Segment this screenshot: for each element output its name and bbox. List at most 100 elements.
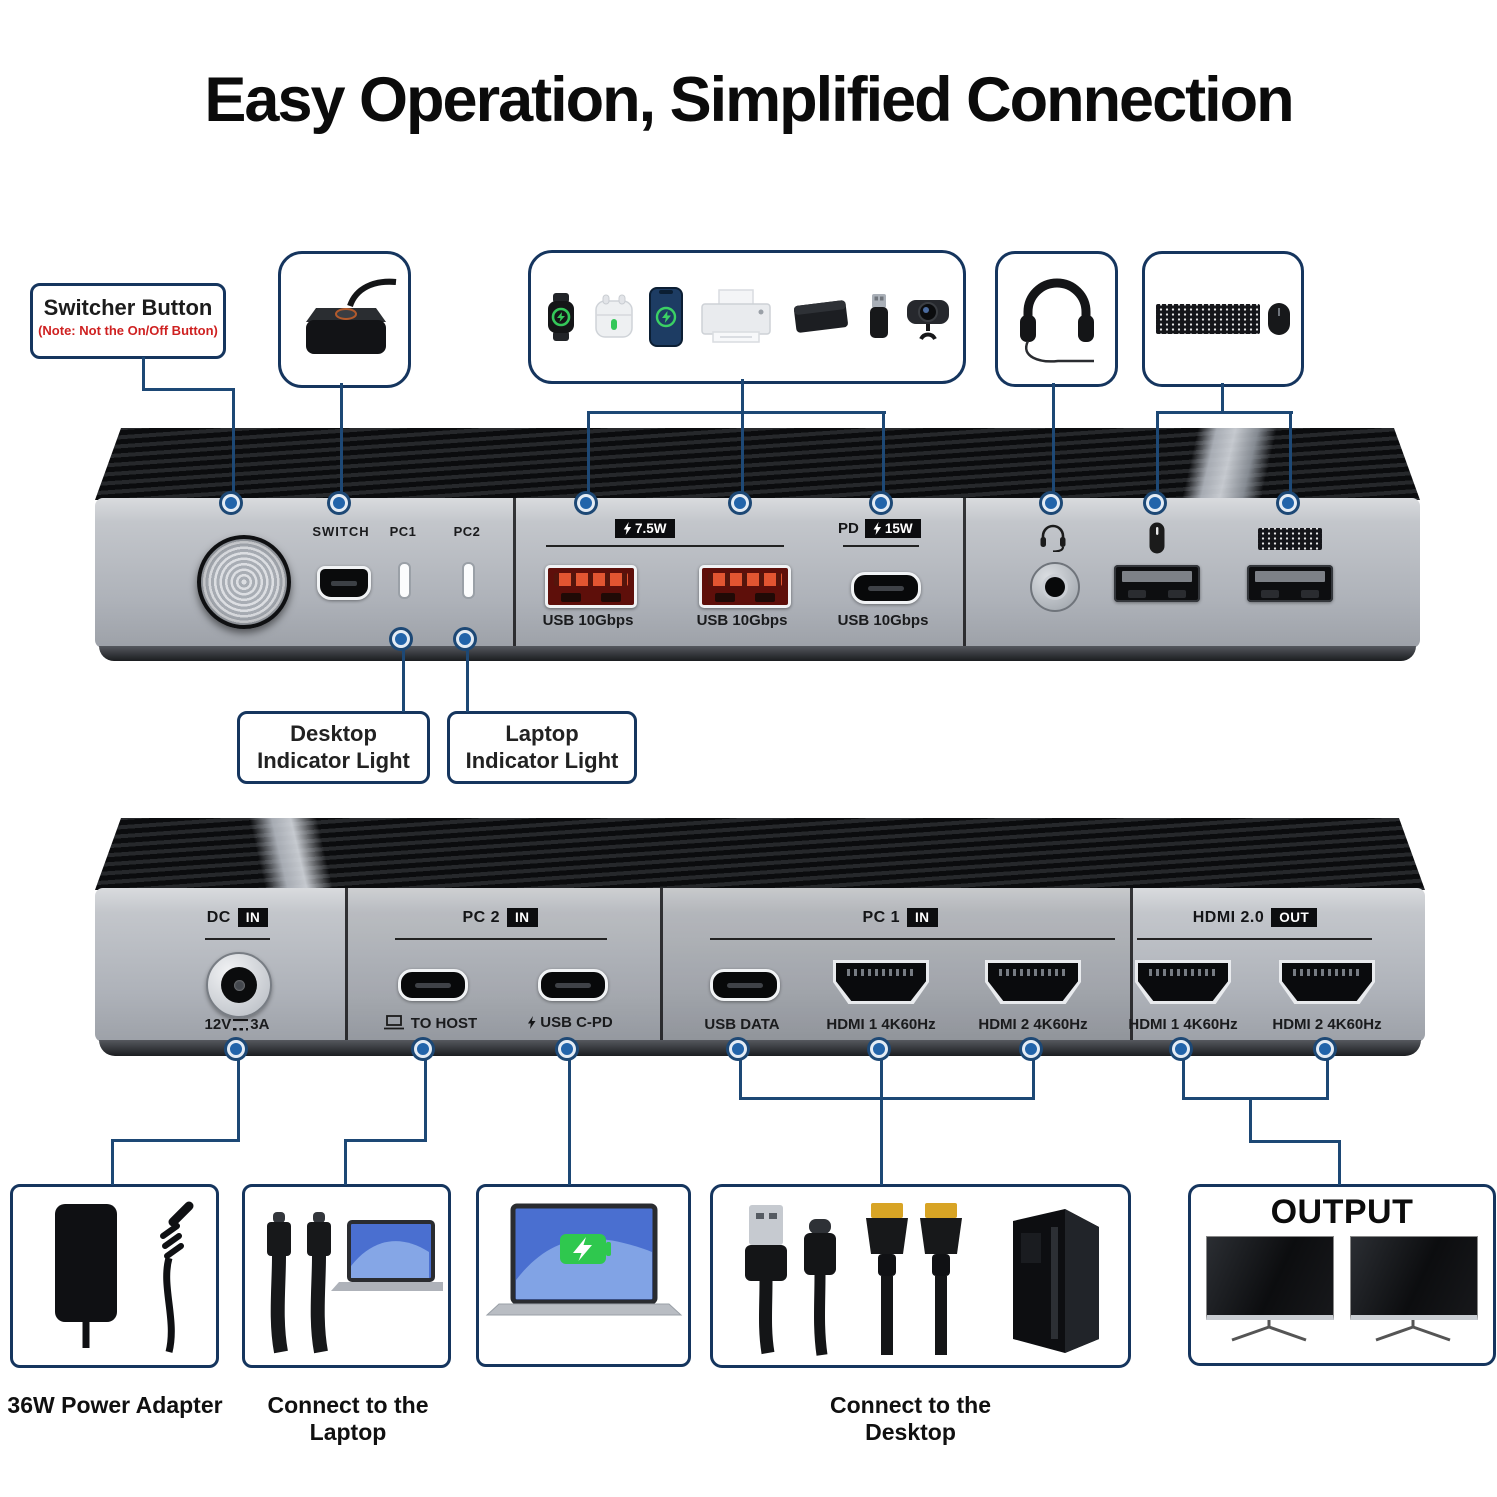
smartwatch-icon (548, 293, 574, 341)
power-adapter-callout (10, 1184, 219, 1368)
to-host-port (398, 969, 468, 1001)
power-adapter-icon (54, 1201, 193, 1353)
output-label: OUTPUT (1270, 1193, 1414, 1231)
connect-laptop-callout (242, 1184, 451, 1368)
hdmi-in-1-port (833, 960, 929, 1004)
connector-dot-keyboard (1279, 494, 1297, 512)
page-title: Easy Operation, Simplified Connection (204, 65, 1294, 135)
connector-dot-usb-data (729, 1040, 747, 1058)
hdmi-out-2-port (1279, 960, 1375, 1004)
connector-dot-hdmi-in2 (1022, 1040, 1040, 1058)
caption-connect-laptop: Connect to the Laptop (267, 1392, 429, 1445)
connector-dot-hdmi-out1 (1172, 1040, 1190, 1058)
laptop-icon (383, 1015, 404, 1030)
connector-dot-switch-port (330, 494, 348, 512)
connector-dot-to-host (414, 1040, 432, 1058)
audio-jack-port (1030, 562, 1080, 612)
usb-port1-label: USB 10Gbps (542, 612, 634, 629)
output-callout: OUTPUT (1188, 1184, 1496, 1366)
pc2-indicator-light (462, 562, 475, 599)
hdmi-in1-label: HDMI 1 4K60Hz (826, 1016, 936, 1033)
switcher-button-note: (Note: Not the On/Off Button) (38, 323, 218, 338)
webcam-icon (907, 300, 949, 341)
pc2-indicator-label: PC2 (453, 524, 481, 539)
dc-power-port (206, 952, 272, 1018)
keyboard-icon (1156, 304, 1260, 334)
connector-dot-switcher-button (222, 494, 240, 512)
usb-c-pd-label: USB C-PD (510, 1014, 630, 1031)
usb-data-label: USB DATA (704, 1016, 780, 1033)
connect-desktop-callout (710, 1184, 1131, 1368)
switcher-button-label: Switcher Button (43, 295, 213, 320)
connector-dot-pc2-light (456, 630, 474, 648)
usb-c-port (851, 572, 921, 604)
usb-a-port-mouse (1114, 565, 1200, 602)
usb-a-port-2 (699, 565, 791, 608)
hdmi-in-2-port (985, 960, 1081, 1004)
switcher-button[interactable] (197, 535, 291, 629)
headset-icon (1040, 524, 1066, 552)
connector-dot-usb-cpd (558, 1040, 576, 1058)
connector-dot-usb1 (577, 494, 595, 512)
switcher-remote-icon (305, 278, 396, 354)
switch-port-label: SWITCH (312, 524, 370, 539)
pd-power-badge: PD 15W (838, 519, 921, 538)
earbuds-case-icon (595, 294, 633, 338)
connector-dot-mouse (1146, 494, 1164, 512)
printer-icon (701, 289, 771, 343)
back-top-surface (95, 818, 1425, 890)
usb-flash-drive-icon (870, 294, 888, 338)
external-drive-icon (793, 300, 848, 333)
monitor-icon (1206, 1236, 1334, 1349)
hdmi-out1-label: HDMI 1 4K60Hz (1128, 1016, 1238, 1033)
connector-dot-hdmi-out2 (1316, 1040, 1334, 1058)
hdmi-out2-label: HDMI 2 4K60Hz (1272, 1016, 1382, 1033)
usb-a-port-1 (545, 565, 637, 608)
switch-port (317, 566, 371, 600)
usb-c-pd-port (538, 969, 608, 1001)
connector-dot-pc1-light (392, 630, 410, 648)
connector-dot-usb3 (872, 494, 890, 512)
front-top-surface (95, 428, 1420, 500)
connector-dot-audio (1042, 494, 1060, 512)
monitor-icon (1350, 1236, 1478, 1349)
usb-cables-laptop-icon (266, 1212, 443, 1354)
keyboard-mouse-callout (1142, 251, 1304, 387)
usb-cpd-charge-callout (476, 1184, 691, 1367)
smartphone-icon (649, 287, 683, 347)
cables-desktop-icon (744, 1203, 1099, 1356)
lightning-bolt-icon (623, 522, 632, 535)
front-bottom-edge (99, 646, 1416, 661)
charging-laptop-icon (485, 1203, 682, 1315)
lightning-bolt-icon (873, 522, 882, 535)
usb-data-port (710, 969, 780, 1001)
connector-dot-dc (227, 1040, 245, 1058)
headphones-icon (1019, 278, 1094, 363)
connector-dot-usb2 (731, 494, 749, 512)
switcher-button-callout: Switcher Button (Note: Not the On/Off Bu… (30, 283, 226, 359)
mouse-port-icon (1149, 522, 1165, 554)
caption-connect-desktop: Connect to the Desktop (830, 1392, 991, 1445)
connected-devices-callout (528, 250, 966, 384)
hdmi-in2-label: HDMI 2 4K60Hz (978, 1016, 1088, 1033)
usb-a-port-keyboard (1247, 565, 1333, 602)
hdmi-out-1-port (1135, 960, 1231, 1004)
dc-symbol-icon (233, 1018, 249, 1031)
pc1-indicator-light (398, 562, 411, 599)
usb-port2-label: USB 10Gbps (696, 612, 788, 629)
switcher-remote-callout (278, 251, 411, 388)
pc1-indicator-label: PC1 (389, 524, 417, 539)
keyboard-port-icon (1258, 528, 1322, 550)
mouse-icon (1268, 303, 1290, 335)
charge-power-badge: 7.5W (615, 519, 675, 538)
caption-power-adapter: 36W Power Adapter (7, 1392, 223, 1418)
headphones-callout (995, 251, 1118, 387)
